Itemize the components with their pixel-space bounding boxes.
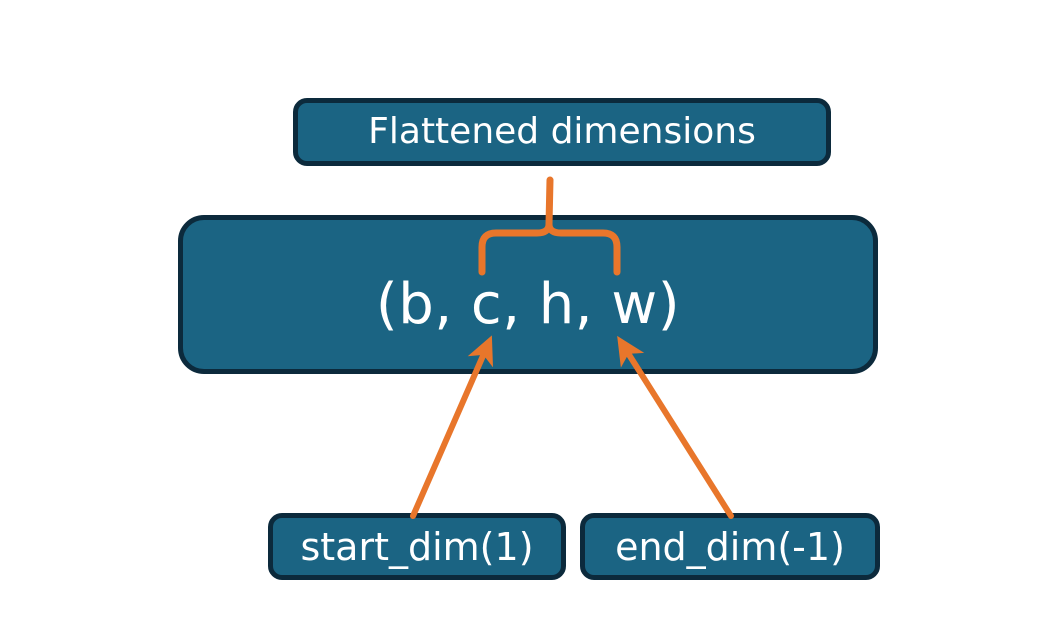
node-start-dim-label: start_dim(1) <box>300 524 534 569</box>
node-tensor-shape[interactable]: (b, c, h, w) <box>178 215 878 374</box>
node-end-dim[interactable]: end_dim(-1) <box>580 513 880 580</box>
node-flattened-dimensions-label: Flattened dimensions <box>368 111 756 152</box>
node-tensor-shape-label: (b, c, h, w) <box>375 272 681 337</box>
arrow-start-dim-to-c[interactable] <box>410 335 494 519</box>
node-flattened-dimensions[interactable]: Flattened dimensions <box>293 98 831 166</box>
brace-stem-line[interactable] <box>545 176 554 228</box>
node-end-dim-label: end_dim(-1) <box>615 524 845 569</box>
node-start-dim[interactable]: start_dim(1) <box>268 513 566 580</box>
arrow-end-dim-to-w[interactable] <box>617 335 734 519</box>
